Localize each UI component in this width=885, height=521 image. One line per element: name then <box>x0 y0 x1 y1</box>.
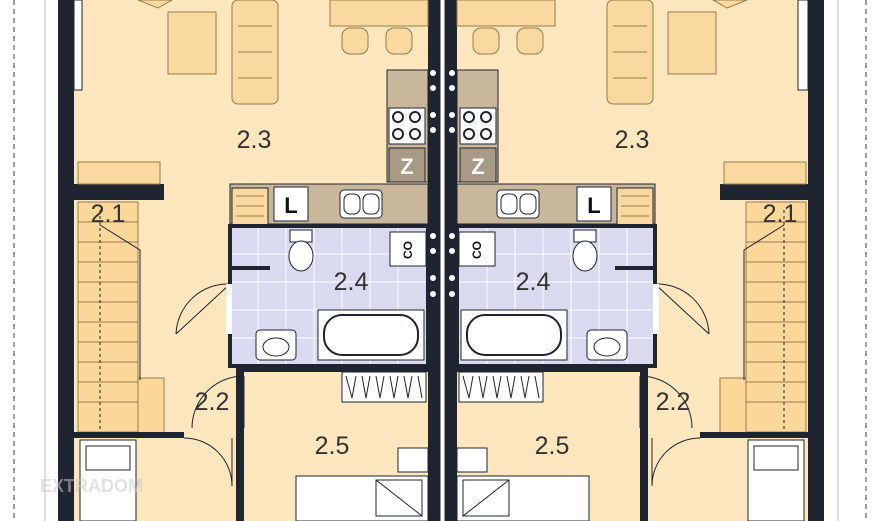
ledge-right <box>723 161 807 185</box>
dining-table-right <box>456 0 556 27</box>
wall-right-lower <box>700 432 810 438</box>
dining-chairs-right-icon <box>472 27 544 55</box>
washbasin-left-icon <box>255 329 297 361</box>
armchair-left-icon <box>137 0 174 9</box>
bath-wall-left-top <box>230 266 270 270</box>
room-label-bedroom-right: 2.5 <box>535 432 570 460</box>
fridge-left-label: Z <box>400 154 413 179</box>
wall-right-stair-top <box>720 184 810 200</box>
cooktop-left-icon <box>388 107 426 145</box>
exterior-wall-left <box>58 0 74 521</box>
cooktop-right-icon <box>459 107 497 145</box>
dishwasher-left <box>273 186 309 222</box>
washer-left <box>389 231 427 267</box>
coffee-table-right <box>667 11 717 75</box>
exterior-wall-right <box>808 0 824 521</box>
room-label-stair-left: 2.1 <box>91 200 126 228</box>
wall-left-bed <box>236 366 244 521</box>
bed-right-icon <box>456 447 590 521</box>
dishwasher-right-label: L <box>587 193 600 218</box>
toilet-left-icon <box>288 229 314 272</box>
washer-left-label: CO <box>401 241 415 259</box>
sofa-left-icon <box>231 0 279 105</box>
bedroom-door-left-icon <box>191 375 245 429</box>
bath-wall-right-top <box>615 266 655 270</box>
bathtub-left-icon <box>317 309 425 361</box>
room-label-bedroom-left: 2.5 <box>315 432 350 460</box>
bath-door-left-icon <box>175 283 232 335</box>
room-label-stair-right: 2.1 <box>763 200 798 228</box>
bed-left-icon <box>295 447 429 521</box>
wardrobe-right-icon <box>458 371 544 403</box>
bath-door-right-icon <box>653 283 710 335</box>
window-left <box>73 0 83 91</box>
room-label-bath-left: 2.4 <box>334 268 369 296</box>
wall-right-bed-top <box>457 366 641 372</box>
toilet-right-icon <box>572 229 598 272</box>
wardrobe-left-icon <box>341 371 427 403</box>
dishwasher-left-label: L <box>284 193 297 218</box>
dishwasher-right <box>576 186 612 222</box>
dining-table-left <box>329 0 429 27</box>
wall-right-bed <box>640 366 648 521</box>
wall-left-stair-top <box>74 184 164 200</box>
dining-chairs-left-icon <box>341 27 413 55</box>
wall-left-lower <box>74 432 184 438</box>
room-label-hall-right: 2.2 <box>656 388 691 416</box>
coffee-table-left <box>167 11 217 75</box>
ledge-left <box>77 161 161 185</box>
washer-right-label: CO <box>470 241 484 259</box>
washer-right <box>458 231 496 267</box>
washbasin-right-icon <box>586 329 628 361</box>
bathtub-right-icon <box>460 309 568 361</box>
room-label-bath-right: 2.4 <box>516 268 551 296</box>
fridge-left <box>388 147 426 183</box>
window-right <box>797 0 809 91</box>
room-label-living-left: 2.3 <box>237 126 272 154</box>
hall-door-right-icon <box>651 437 701 487</box>
kitchen-sink-left-icon <box>339 189 383 219</box>
room-label-living-right: 2.3 <box>615 126 650 154</box>
armchair-right-icon <box>711 0 748 9</box>
hall-door-left-icon <box>183 437 233 487</box>
bed-small-right-icon <box>747 439 805 521</box>
staircase-left-icon <box>77 201 165 435</box>
kitchen-sink-right-icon <box>496 189 540 219</box>
fridge-right <box>459 147 497 183</box>
bed-small-left-icon <box>79 439 137 521</box>
room-label-hall-left: 2.2 <box>195 388 230 416</box>
bedroom-door-right-icon <box>639 375 693 429</box>
fridge-right-label: Z <box>471 154 484 179</box>
sofa-right-icon <box>606 0 654 105</box>
watermark: EXTRADOM <box>40 476 143 496</box>
wall-left-bed-top <box>244 366 428 372</box>
service-shaft-icon <box>430 70 455 297</box>
